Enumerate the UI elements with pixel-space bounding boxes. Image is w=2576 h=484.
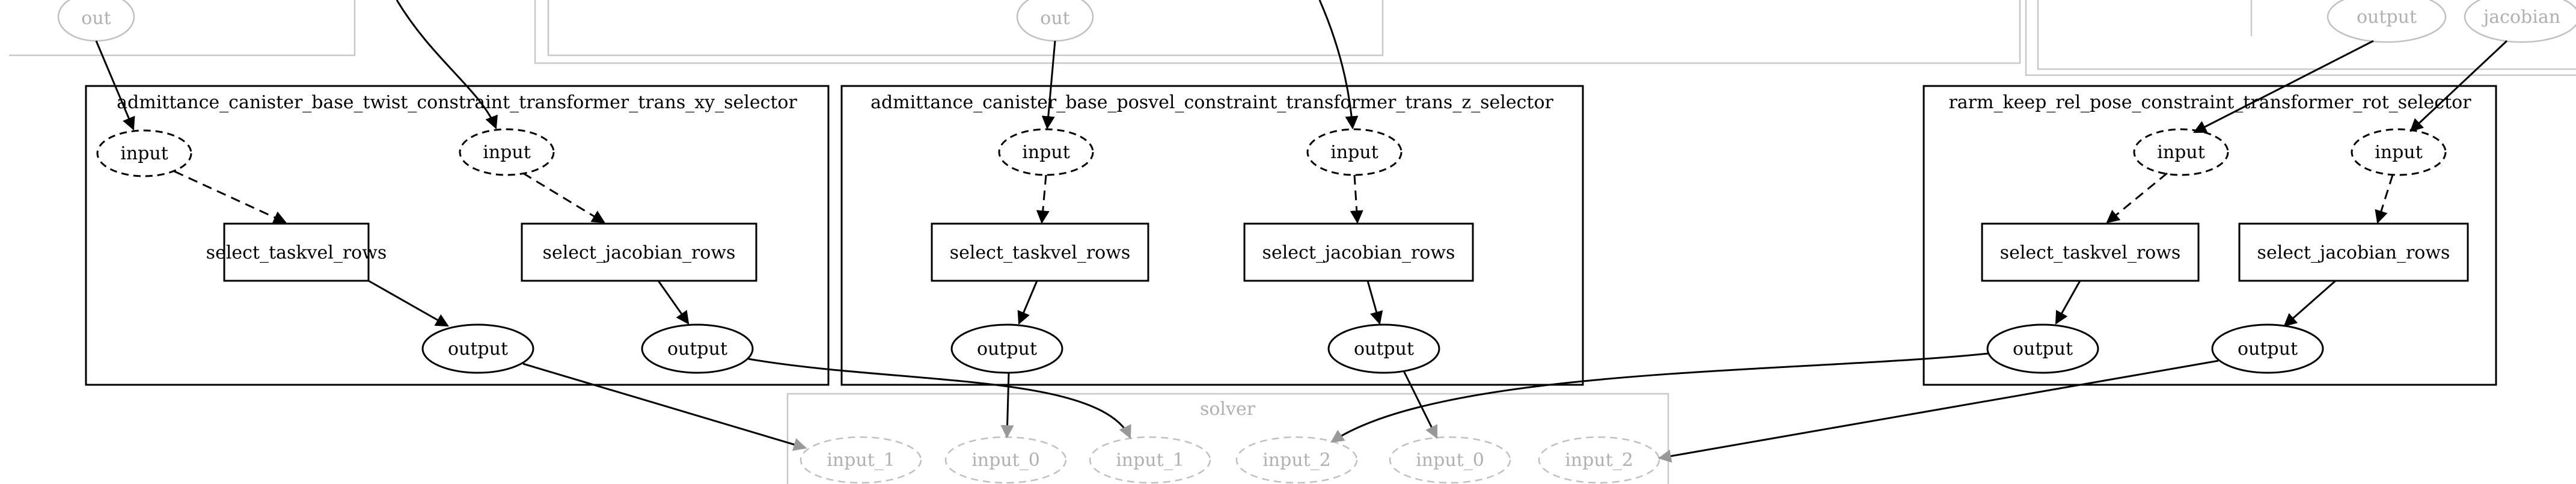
right-output-a-node — [1986, 323, 2099, 374]
mid-output-b-label: output — [1354, 338, 1414, 360]
mid-output-a-label: output — [977, 338, 1037, 360]
left-output-b-label: output — [667, 338, 727, 360]
mid-input-a-label: input — [1022, 142, 1070, 163]
edge-mid-input-a-to-task-rows — [1036, 174, 1050, 224]
edge-left-input-b-to-jac-rows — [522, 172, 605, 224]
right-input-a-node — [2133, 128, 2229, 176]
ghost-cluster-edge-right-inner — [2037, 0, 2576, 70]
left-output-a-node — [421, 323, 534, 374]
solver-input-0 — [800, 436, 922, 484]
cluster-middle-border — [840, 85, 1584, 386]
cluster-right-border — [1923, 85, 2497, 386]
ghost-cluster-edge-right-outer — [2025, 0, 2576, 76]
ghost-node-out-left-label: out — [81, 8, 111, 29]
edge-top-to-left-input-b — [396, 0, 498, 130]
solver-input-2-label: input_1 — [1116, 450, 1184, 471]
mid-output-b-node — [1327, 323, 1440, 374]
cluster-middle: admittance_canister_base_posvel_constrai… — [840, 85, 1584, 386]
edge-ghost-out-to-mid-input-a — [1041, 40, 1056, 130]
cluster-middle-title: admittance_canister_base_posvel_constrai… — [870, 92, 1553, 113]
cluster-left: admittance_canister_base_twist_constrain… — [85, 85, 830, 386]
edge-mid-input-b-to-jac-rows — [1350, 174, 1363, 224]
left-input-b-label: input — [483, 142, 531, 163]
left-task-rows-node — [223, 222, 370, 282]
right-task-rows-label: select_taskvel_rows — [2000, 242, 2181, 263]
right-output-b-node — [2211, 323, 2324, 374]
edge-left-task-rows-to-output-a — [368, 280, 449, 327]
edge-mid-output-a-to-solver — [1000, 372, 1014, 439]
left-jac-rows-label: select_jacobian_rows — [543, 242, 736, 263]
edge-mid-output-b-to-solver — [1403, 370, 1438, 439]
right-input-b-label: input — [2375, 142, 2423, 163]
right-output-a-label: output — [2013, 338, 2073, 360]
solver-input-4-label: input_0 — [1416, 450, 1484, 471]
edge-left-output-a-to-solver — [522, 363, 807, 451]
solver-input-3 — [1235, 436, 1358, 484]
left-input-b-node — [459, 128, 555, 176]
ghost-cluster-edge-mid-outer — [534, 0, 2021, 64]
solver-input-0-label: input_1 — [827, 450, 895, 471]
edge-right-output-b-to-solver — [1657, 360, 2219, 463]
edge-right-input-a-to-task-rows — [2106, 172, 2168, 224]
solver-input-4 — [1389, 436, 1511, 484]
ghost-node-output-right-label: output — [2357, 7, 2417, 28]
solver-input-2 — [1089, 436, 1211, 484]
ghost-node-output-right — [2327, 0, 2447, 43]
edge-top-to-mid-input-b — [1318, 0, 1359, 130]
edge-right-task-rows-to-output-a — [2055, 280, 2081, 325]
right-task-rows-node — [1981, 222, 2200, 282]
edge-ghost-output-to-right-input-a — [2193, 40, 2374, 133]
edge-right-output-a-to-solver — [1330, 352, 1989, 443]
solver-input-3-label: input_2 — [1262, 450, 1331, 471]
edge-left-jac-rows-to-output-b — [657, 280, 690, 325]
ghost-node-out-mid-label: out — [1040, 8, 1069, 29]
solver-cluster-border — [786, 393, 1669, 484]
cluster-left-title: admittance_canister_base_twist_constrain… — [117, 92, 797, 113]
right-output-b-label: output — [2238, 338, 2298, 360]
cluster-right-title: rarm_keep_rel_pose_constraint_transforme… — [1948, 92, 2471, 113]
ghost-node-jacobian-right — [2464, 0, 2576, 43]
solver-input-5-label: input_2 — [1565, 450, 1633, 471]
edge-right-jac-rows-to-output-b — [2283, 280, 2336, 327]
edge-mid-task-rows-to-output-a — [1017, 280, 1038, 325]
left-output-a-label: output — [448, 338, 508, 360]
right-input-b-node — [2351, 128, 2447, 176]
right-input-a-label: input — [2157, 142, 2205, 163]
left-input-a-label: input — [120, 143, 168, 164]
solver-input-1-label: input_0 — [971, 450, 1040, 471]
ghost-node-jacobian-right-label: jacobian — [2482, 7, 2560, 28]
left-jac-rows-node — [521, 222, 757, 282]
left-output-b-node — [641, 323, 754, 374]
solver-cluster-title: solver — [1200, 399, 1256, 420]
cluster-left-border — [85, 85, 830, 386]
mid-jac-rows-label: select_jacobian_rows — [1262, 242, 1455, 263]
edge-ghost-out-to-left-input-a — [95, 40, 135, 131]
mid-input-b-label: input — [1330, 142, 1378, 163]
edge-left-output-b-to-solver — [748, 358, 1131, 439]
left-input-a-node — [96, 129, 192, 177]
edges — [95, 0, 2508, 463]
edge-left-input-a-to-task-rows — [174, 170, 287, 224]
right-jac-rows-node — [2238, 222, 2469, 282]
solver-cluster: solver input_1 input_0 input_1 input_2 i… — [786, 393, 1669, 484]
mid-task-rows-label: select_taskvel_rows — [950, 242, 1131, 263]
edge-ghost-jacobian-to-right-input-b — [2409, 40, 2508, 132]
cluster-right: rarm_keep_rel_pose_constraint_transforme… — [1923, 85, 2497, 386]
ghost-cluster-edge-left — [9, 0, 356, 57]
left-task-rows-label: select_taskvel_rows — [206, 242, 387, 263]
ghost-upper-clusters: out out output jacobian — [9, 0, 2576, 76]
mid-output-a-node — [950, 323, 1063, 374]
ghost-cluster-edge-mid-inner — [547, 0, 1384, 57]
edge-mid-jac-rows-to-output-b — [1366, 280, 1383, 325]
right-jac-rows-label: select_jacobian_rows — [2257, 242, 2450, 263]
edge-right-input-b-to-jac-rows — [2375, 174, 2394, 224]
